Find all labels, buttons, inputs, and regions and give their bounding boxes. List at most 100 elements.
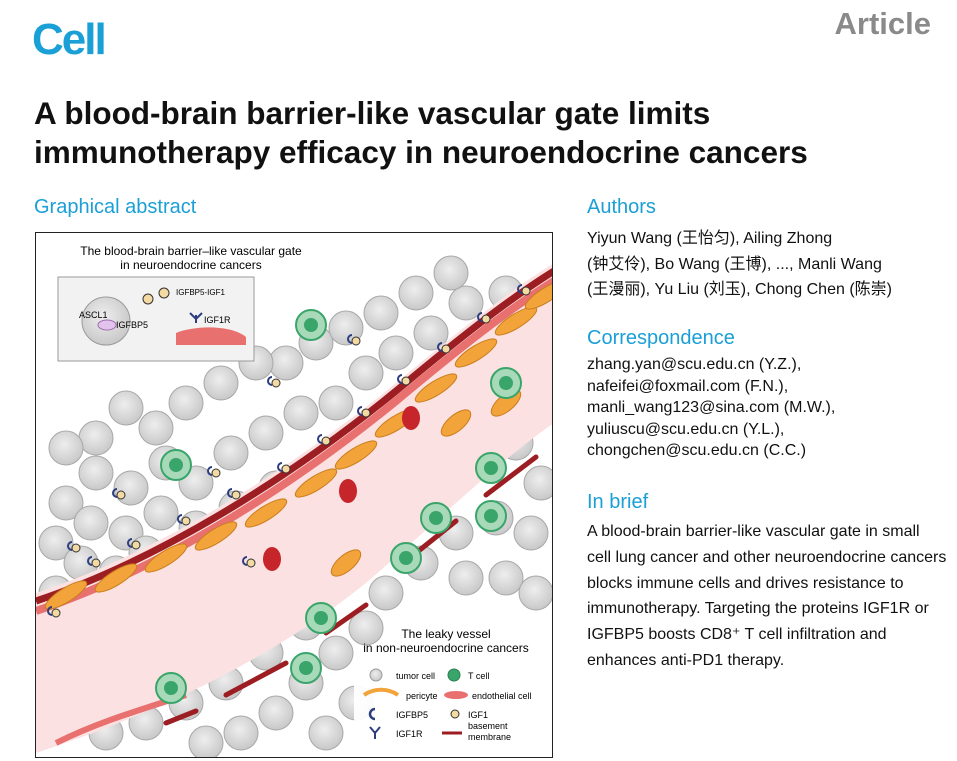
blood-vessel (36, 264, 552, 753)
igf1-molecule (521, 286, 531, 296)
email-link[interactable]: yuliuscu@scu.edu.cn (Y.L.), (587, 420, 785, 438)
legend-pericyte-label: pericyte (406, 691, 438, 701)
t-cell-nucleus (299, 661, 313, 675)
tumor-cell (328, 310, 364, 346)
bottom-panel-label-line1: The leaky vessel (401, 627, 490, 641)
igfbp5-molecule (357, 406, 363, 416)
pericyte (524, 280, 552, 310)
tumor-cell (518, 575, 552, 611)
tumor-cell (433, 255, 469, 291)
igfbp5-molecule (277, 462, 283, 472)
igfbp5-molecule (177, 514, 183, 524)
red-blood-cell (402, 406, 420, 430)
t-cell-nucleus (484, 509, 498, 523)
legend-endothelial-label: endothelial cell (472, 691, 532, 701)
inset-igf1r-label: IGF1R (204, 315, 231, 325)
email-link[interactable]: nafeifei@foxmail.com (F.N.), (587, 377, 789, 395)
red-blood-cells (263, 406, 420, 571)
inset-igfbp5-label: IGFBP5 (116, 320, 148, 330)
authors-heading: Authors (587, 196, 656, 218)
igfbp5-molecule (517, 284, 523, 294)
igfbp5-molecule (437, 342, 443, 352)
legend-igfbp5-icon (368, 707, 376, 721)
inset-complex-label: IGFBP5-IGF1 (176, 288, 225, 297)
legend-igfbp5-label: IGFBP5 (396, 710, 428, 720)
tumor-cell (188, 725, 224, 757)
tumor-cell (258, 695, 294, 731)
legend-igf1-label: IGF1 (468, 710, 488, 720)
legend-pericyte-icon (362, 687, 400, 697)
pericyte (244, 498, 288, 528)
pericyte (334, 440, 378, 470)
pericyte (330, 549, 362, 577)
basement-membrane-lower (163, 454, 539, 726)
igfbp5-molecule (112, 488, 118, 498)
tumor-cell (308, 715, 344, 751)
red-blood-cell (263, 547, 281, 571)
t-cells (155, 309, 522, 704)
igf1-molecule (131, 540, 141, 550)
igf1-molecule (116, 490, 126, 500)
tumor-cell (448, 560, 484, 596)
tumor-cell (38, 525, 74, 561)
vessel-lumen (36, 264, 552, 753)
t-cell-nucleus (429, 511, 443, 525)
legend-tumor-label: tumor cell (396, 671, 435, 681)
legend-igf1r-icon (369, 726, 381, 739)
author-line: Yiyun Wang (王怡匀), Ailing Zhong (587, 230, 833, 247)
email-link[interactable]: chongchen@scu.edu.cn (C.C.) (587, 442, 807, 460)
t-cell-nucleus (499, 376, 513, 390)
tumor-cell (213, 435, 249, 471)
t-cell-nucleus (399, 551, 413, 565)
pericyte (194, 521, 238, 551)
inset-nucleus (97, 319, 117, 331)
legend-igf1-icon (450, 709, 460, 719)
correspondence-heading: Correspondence (587, 327, 735, 349)
inset-igf1r-receptor (189, 312, 203, 323)
igfbp5-molecule (67, 541, 73, 551)
tumor-cell (143, 495, 179, 531)
inset-ascl1-label: ASCL1 (79, 310, 108, 320)
in-brief-text: A blood-brain barrier-like vascular gate… (587, 523, 947, 669)
inset-endothelial-cell (176, 327, 246, 345)
igf1-molecule (91, 558, 101, 568)
pericyte (440, 409, 472, 437)
tumor-cell (523, 465, 552, 501)
tumor-cell (363, 295, 399, 331)
tumor-cell (203, 365, 239, 401)
tumor-cell (113, 470, 149, 506)
email-link[interactable]: manli_wang123@sina.com (M.W.), (587, 399, 836, 417)
journal-logo[interactable]: Cell (32, 15, 107, 64)
igf1-molecule (481, 314, 491, 324)
tumor-cell (283, 395, 319, 431)
igf1-molecule (361, 408, 371, 418)
legend-tumor-icon (369, 668, 383, 682)
top-panel-label-line1: The blood-brain barrier–like vascular ga… (80, 244, 302, 258)
igf1-molecule (71, 543, 81, 553)
author-line: (钟艾伶), Bo Wang (王博), ..., Manli Wang (587, 255, 882, 273)
t-cell-nucleus (314, 611, 328, 625)
tumor-cell (513, 515, 549, 551)
tumor-cell (268, 345, 304, 381)
author-line: (王漫丽), Yu Liu (刘玉), Chong Chen (陈崇) (587, 281, 892, 298)
graphical-abstract-figure: ASCL1 IGFBP5 IGFBP5-IGF1 IGF1R The blood… (35, 232, 553, 758)
in-brief-heading: In brief (587, 491, 649, 513)
pericyte (414, 373, 458, 403)
tumor-cell (168, 385, 204, 421)
igfbp5-molecule (227, 488, 233, 498)
pericyte (94, 563, 138, 593)
correspondence-emails: zhang.yan@scu.edu.cn (Y.Z.), nafeifei@fo… (587, 354, 835, 462)
igfbp5-molecule (47, 606, 53, 616)
article-type-label: Article (834, 6, 931, 41)
tumor-cell (448, 285, 484, 321)
igf1-molecule (51, 608, 61, 618)
pericyte (494, 306, 538, 336)
author-list: Yiyun Wang (王怡匀), Ailing Zhong (钟艾伶), Bo… (587, 226, 937, 303)
igfbp5-molecule (477, 312, 483, 322)
t-cell-nucleus (304, 318, 318, 332)
tumor-cell (108, 390, 144, 426)
tumor-cell (48, 430, 84, 466)
t-cell-nucleus (484, 461, 498, 475)
pericyte (454, 338, 498, 368)
email-link[interactable]: zhang.yan@scu.edu.cn (Y.Z.), (587, 356, 802, 373)
